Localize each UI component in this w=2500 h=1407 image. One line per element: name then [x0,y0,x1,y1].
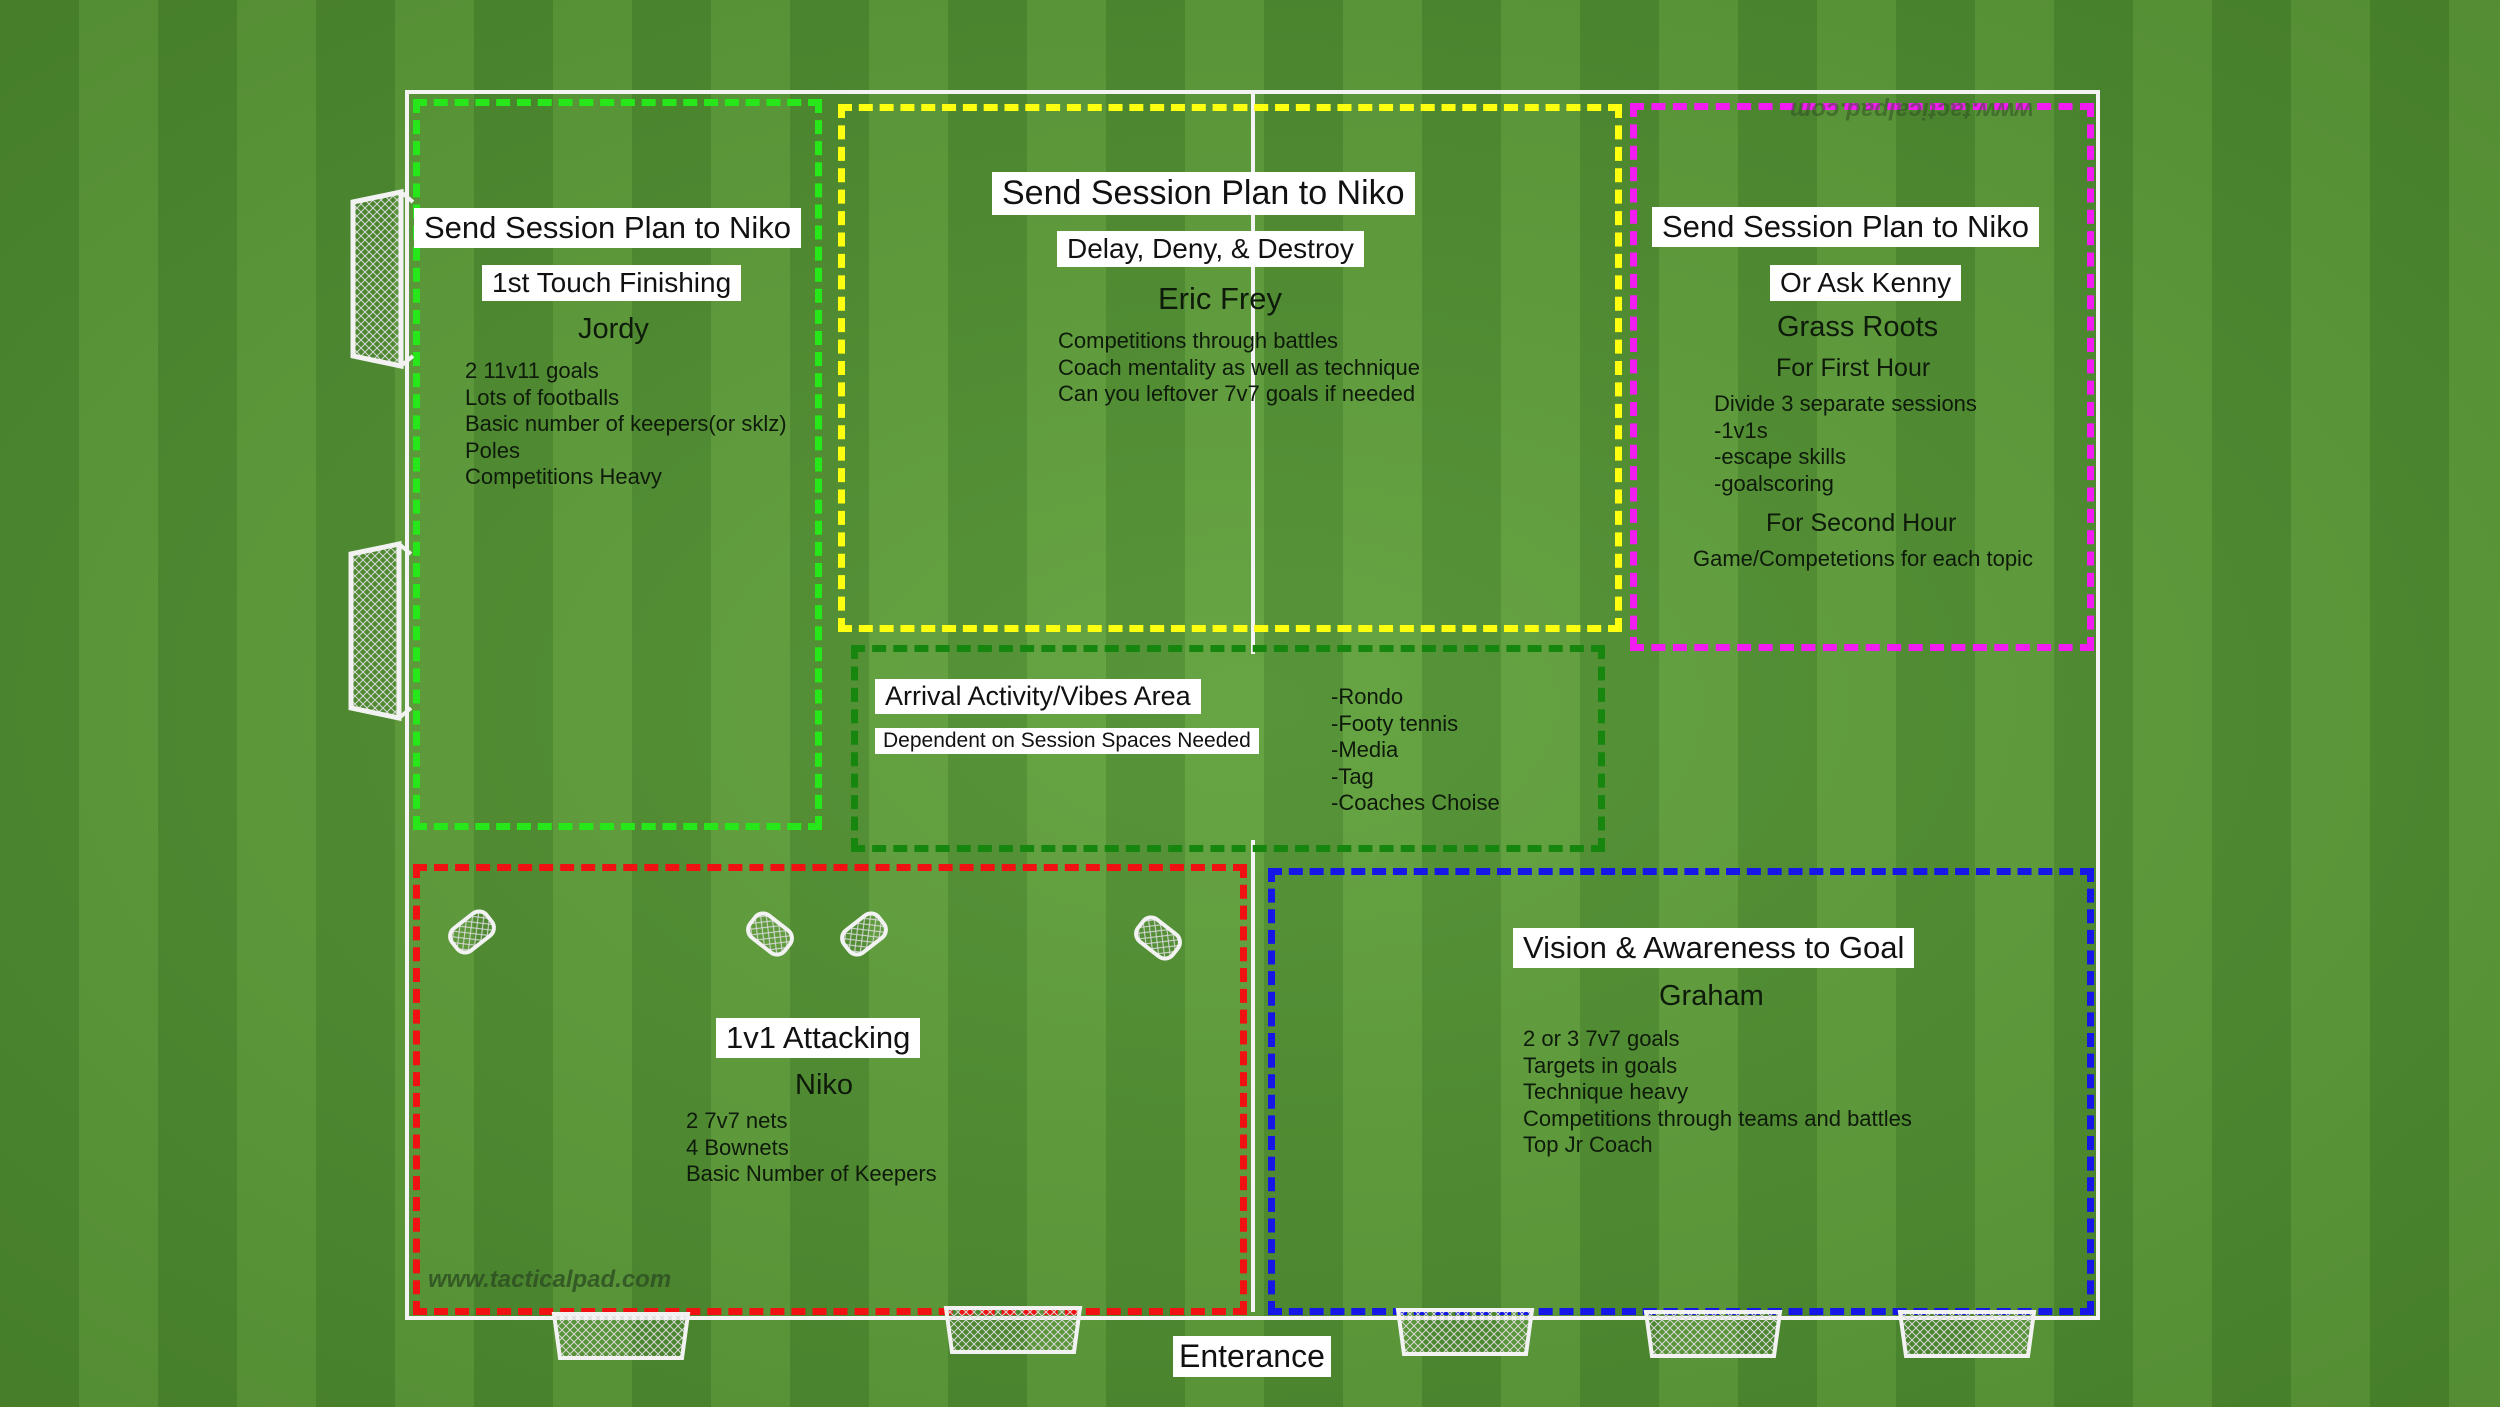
arrival-header: Arrival Activity/Vibes Area [875,679,1201,715]
list-item: -Media [1331,737,1399,762]
list-item: Competitions through teams and battles [1523,1105,1912,1131]
magenta-header: Send Session Plan to Niko [1652,207,2040,247]
blue-header: Vision & Awareness to Goal [1513,928,1915,968]
bottom-goal-1 [550,1310,692,1362]
magenta-items-list: Divide 3 separate sessions -1v1s -escape… [1714,391,1977,497]
red-coach: Niko [795,1069,854,1101]
list-item: 4 Bownets [686,1134,789,1160]
zone-arrival-area [851,645,1605,852]
green-header: Send Session Plan to Niko [414,208,802,248]
list-item: 2 or 3 7v7 goals [1523,1026,1680,1051]
list-item: 2 11v11 goals [465,358,599,383]
yellow-header: Send Session Plan to Niko [992,172,1415,216]
list-item: Competitions through battles [1058,328,1339,353]
list-item: Targets in goals [1523,1052,1678,1078]
zone-magenta-grass-roots [1630,103,2094,651]
green-items-list: 2 11v11 goals Lots of footballs Basic nu… [465,358,787,491]
magenta-second-note: Game/Competetions for each topic [1693,546,2033,571]
blue-items-list: 2 or 3 7v7 goals Targets in goals Techni… [1523,1026,1912,1159]
list-item: -Tag [1331,763,1374,789]
watermark-bottom: www.tacticalpad.com [428,1266,672,1293]
zone-red-1v1-attacking [413,864,1247,1315]
list-item: -1v1s [1714,417,1768,443]
left-goal-top [345,188,415,370]
red-items-list: 2 7v7 nets 4 Bownets Basic Number of Kee… [686,1108,937,1188]
magenta-first-hour: For First Hour [1776,354,1931,382]
list-item: Competitions Heavy [465,464,662,489]
halfway-line-top [1251,94,1255,654]
list-item: -Footy tennis [1331,710,1459,736]
list-item: Can you leftover 7v7 goals if needed [1058,381,1416,406]
yellow-items-list: Competitions through battles Coach menta… [1058,328,1420,408]
arrival-items-list: -Rondo -Footy tennis -Media -Tag -Coache… [1331,684,1500,817]
bottom-goal-3 [1394,1306,1536,1358]
magenta-second-hour: For Second Hour [1766,509,1957,537]
bownet-3 [834,906,894,962]
magenta-subtitle: Or Ask Kenny [1770,265,1962,302]
red-header: 1v1 Attacking [716,1018,921,1058]
left-goal-bottom [343,540,413,722]
yellow-subtitle: Delay, Deny, & Destroy [1057,231,1364,268]
arrival-subtitle: Dependent on Session Spaces Needed [875,728,1259,755]
halfway-line-bottom [1251,840,1255,1312]
entrance-label: Enterance [1173,1336,1331,1377]
bownet-4 [1128,910,1188,966]
zone-green-finishing [413,99,822,830]
list-item: -escape skills [1714,444,1847,469]
zone-yellow-delay-deny [838,104,1622,632]
list-item: 2 7v7 nets [686,1108,788,1133]
list-item: Coach mentality as well as technique [1058,354,1420,380]
yellow-coach: Eric Frey [1158,281,1282,316]
bottom-goal-4 [1642,1308,1784,1360]
magenta-coach: Grass Roots [1777,311,1939,343]
watermark-top-mirrored: www.tacticalpad.com [1790,97,2034,124]
pitch-boundary [405,90,2100,1320]
list-item: Poles [465,437,521,463]
bownet-2 [740,906,800,962]
bownet-1 [442,904,502,960]
list-item: Technique heavy [1523,1079,1689,1104]
green-subtitle: 1st Touch Finishing [482,265,742,302]
list-item: -goalscoring [1714,470,1834,496]
bottom-goal-2 [942,1304,1084,1356]
list-item: Basic Number of Keepers [686,1161,937,1186]
bottom-goal-5 [1896,1308,2038,1360]
blue-coach: Graham [1659,980,1764,1012]
list-item: Top Jr Coach [1523,1132,1653,1157]
list-item: -Coaches Choise [1331,790,1500,815]
list-item: -Rondo [1331,684,1404,709]
list-item: Divide 3 separate sessions [1714,391,1977,416]
green-coach: Jordy [578,313,649,345]
list-item: Lots of footballs [465,384,620,410]
list-item: Basic number of keepers(or sklz) [465,411,787,436]
